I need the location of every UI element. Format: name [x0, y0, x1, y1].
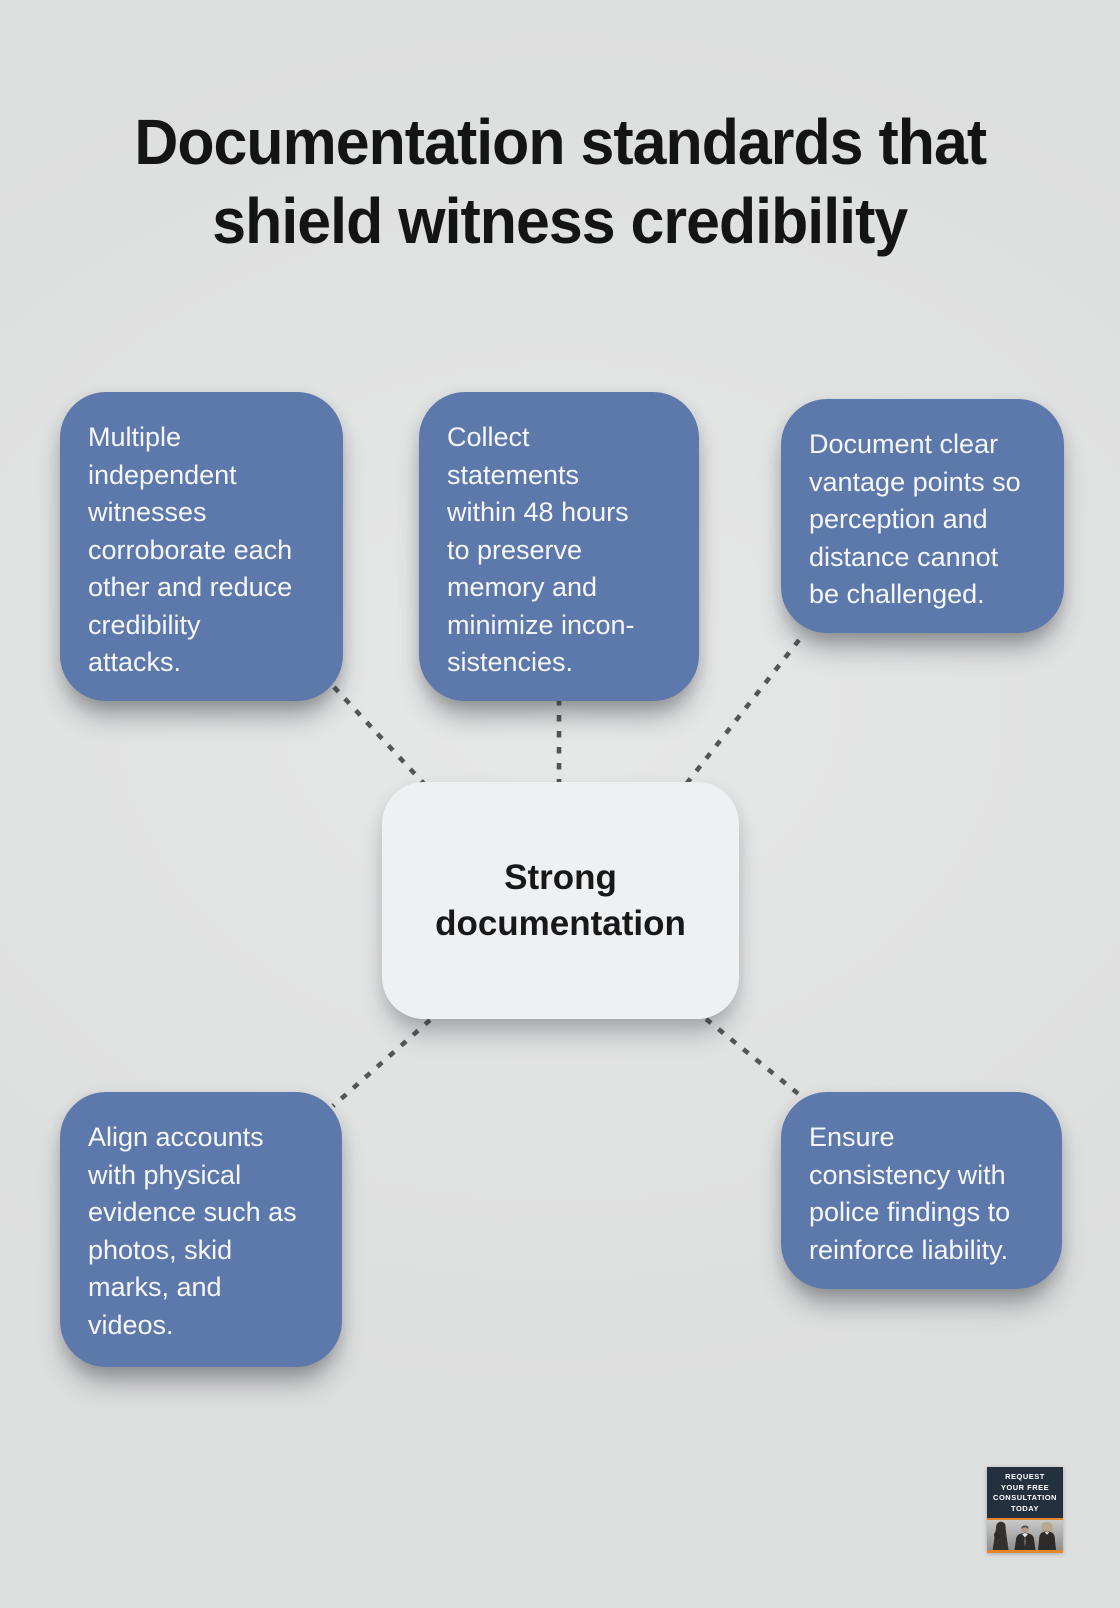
page-title-line-1: Documentation standards that: [134, 106, 987, 178]
badge-orange-divider: [987, 1518, 1063, 1520]
connector-vantage-center: [685, 638, 801, 785]
connector-witnesses-center: [332, 685, 429, 789]
node-multiple-witnesses: Multiple independent witnesses corrobora…: [60, 392, 343, 701]
badge-line-1: REQUEST: [1005, 1472, 1045, 1481]
center-node-strong-documentation: Strong documentation: [382, 782, 739, 1019]
node-collect-statements: Collect statements within 48 hours to pr…: [419, 392, 699, 701]
consultation-badge[interactable]: REQUEST YOUR FREE CONSULTATION TODAY: [987, 1467, 1063, 1553]
center-node-label: Strong documentation: [435, 857, 686, 943]
person-center: [1014, 1525, 1036, 1550]
person-right: [1038, 1522, 1056, 1550]
consultation-photo: [987, 1520, 1063, 1550]
badge-line-2: YOUR FREE: [1000, 1482, 1050, 1492]
page-title: Documentation standards that shield witn…: [0, 103, 1120, 261]
page-title-line-2: shield witness credibility: [212, 185, 909, 257]
node-align-evidence: Align accounts with physical evidence su…: [60, 1092, 342, 1367]
person-left: [992, 1521, 1009, 1550]
badge-line-4: TODAY: [1011, 1503, 1039, 1513]
connector-center-consistency: [704, 1017, 803, 1098]
node-vantage-points: Document clear vantage points so percept…: [781, 399, 1064, 633]
node-police-consistency: Ensure consistency with police findings …: [781, 1092, 1062, 1289]
badge-bottom-bar: [987, 1550, 1063, 1553]
connector-center-evidence: [331, 1018, 432, 1108]
consultation-badge-text: REQUEST YOUR FREE CONSULTATION TODAY: [987, 1467, 1063, 1518]
badge-line-3: CONSULTATION: [993, 1493, 1057, 1502]
